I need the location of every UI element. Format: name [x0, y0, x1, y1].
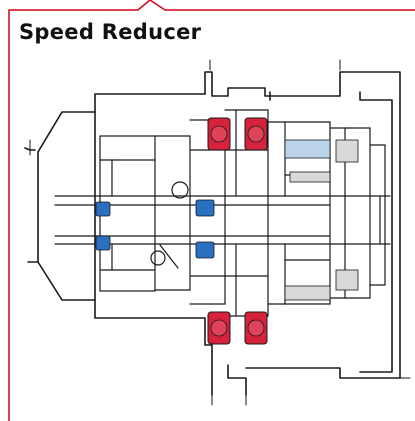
red-ball-bearing-icon [207, 117, 268, 345]
figure-title: Speed Reducer [19, 20, 202, 44]
gear-section-upper [284, 139, 359, 183]
internal-structure [54, 109, 391, 317]
frame-border [8, 0, 415, 421]
sketch-strokes [29, 59, 411, 406]
housing [24, 71, 401, 396]
blue-bearing-icon [95, 199, 215, 259]
gear-section-lower [284, 269, 359, 301]
